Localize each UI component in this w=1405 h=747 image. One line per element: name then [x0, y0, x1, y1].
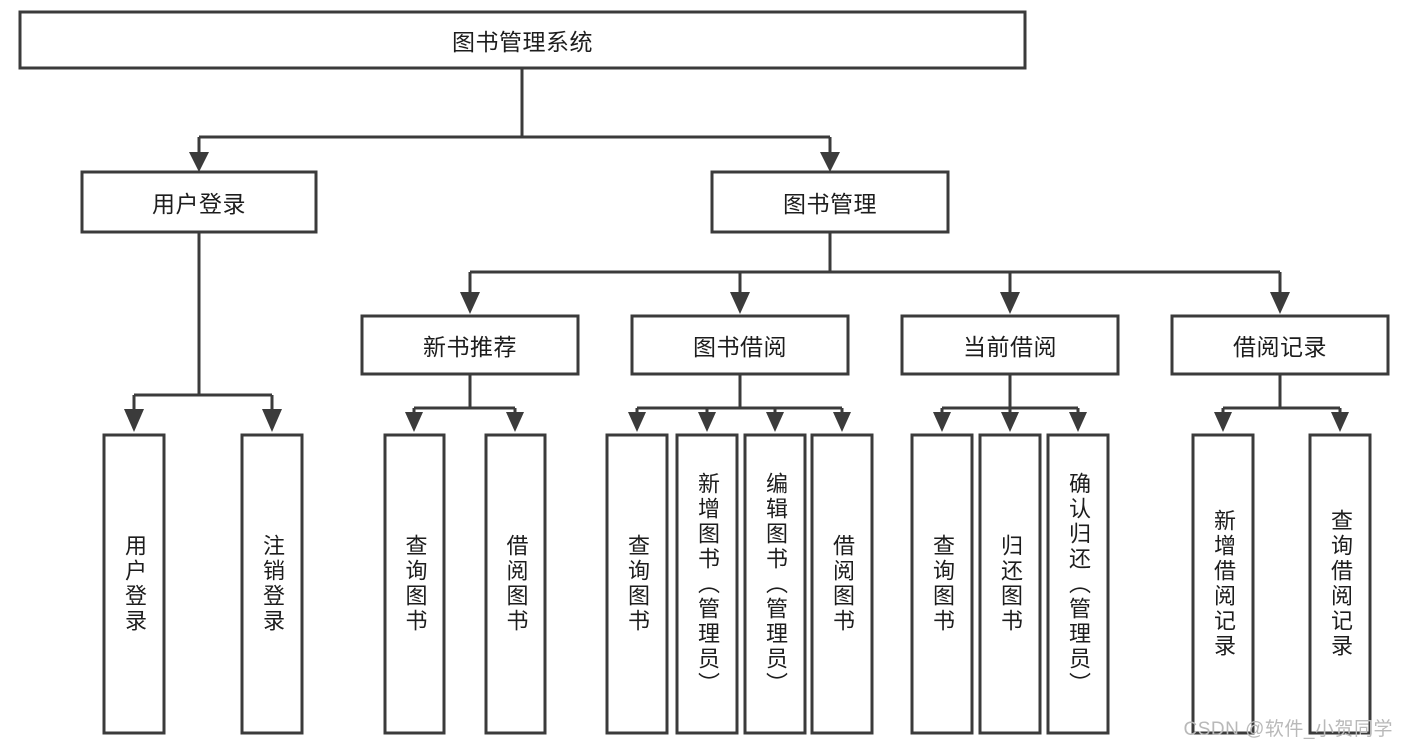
node-box-borrow-record[interactable] — [1170, 314, 1390, 376]
arrow-head-leaf-12 — [1214, 412, 1232, 432]
node-box-user-login[interactable] — [80, 170, 318, 234]
node-box-current-borrow[interactable] — [900, 314, 1120, 376]
node-box-leaf-10[interactable] — [978, 433, 1042, 735]
node-box-leaf-8[interactable] — [810, 433, 874, 735]
arrow-head-leaf-10 — [1001, 412, 1019, 432]
node-box-leaf-3[interactable] — [383, 433, 446, 735]
arrow-head-leaf-13 — [1331, 412, 1349, 432]
connector-group-borrowrecord-to-leaves — [1214, 375, 1349, 432]
node-box-root[interactable] — [18, 10, 1027, 70]
node-box-leaf-6[interactable] — [675, 433, 739, 735]
connector-group-root-to-level2 — [189, 68, 840, 172]
connector-group-bookborrow-to-leaves — [628, 375, 851, 432]
arrow-head-leaf-11 — [1069, 412, 1087, 432]
node-box-leaf-1[interactable] — [102, 433, 166, 735]
arrow-head-leaf-9 — [933, 412, 951, 432]
connector-group-booklmanage-to-level3 — [460, 232, 1290, 314]
arrow-head-book-manage — [820, 152, 840, 172]
connector-group-userlogin-to-leaves — [124, 232, 282, 432]
arrow-head-leaf-5 — [628, 412, 646, 432]
arrow-head-book-borrow — [730, 292, 750, 314]
node-box-new-book-recommend[interactable] — [360, 314, 580, 376]
arrow-head-leaf-8 — [833, 412, 851, 432]
node-box-leaf-7[interactable] — [743, 433, 807, 735]
node-box-leaf-12[interactable] — [1191, 433, 1255, 735]
arrow-head-leaf-1 — [124, 409, 144, 432]
arrow-head-leaf-3 — [405, 412, 423, 432]
arrow-head-leaf-2 — [262, 409, 282, 432]
connector-group-currentborrow-to-leaves — [933, 375, 1087, 432]
arrow-head-new-book — [460, 292, 480, 314]
node-box-leaf-5[interactable] — [605, 433, 669, 735]
arrow-head-leaf-6 — [698, 412, 716, 432]
node-box-leaf-2[interactable] — [240, 433, 304, 735]
node-box-leaf-4[interactable] — [484, 433, 547, 735]
arrow-head-leaf-4 — [506, 412, 524, 432]
node-box-book-borrow[interactable] — [630, 314, 850, 376]
node-box-leaf-13[interactable] — [1308, 433, 1372, 735]
connector-group-newbook-to-leaves — [405, 375, 524, 432]
arrow-head-leaf-7 — [766, 412, 784, 432]
arrow-head-current-borrow — [1000, 292, 1020, 314]
arrow-head-user-login — [189, 152, 209, 172]
node-box-leaf-11[interactable] — [1046, 433, 1110, 735]
node-box-book-manage[interactable] — [710, 170, 950, 234]
arrow-head-borrow-record — [1270, 292, 1290, 314]
node-box-leaf-9[interactable] — [910, 433, 974, 735]
watermark-text: CSDN @软件_小贺同学 — [1183, 719, 1393, 740]
